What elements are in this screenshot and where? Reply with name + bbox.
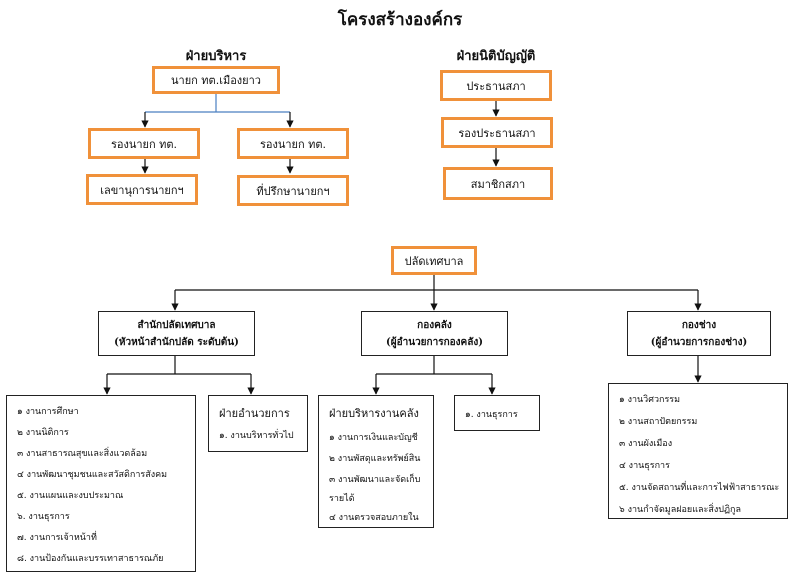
- office-of-clerk-box: สำนักปลัดเทศบาล (หัวหน้าสำนักปลัด ระดับต…: [98, 311, 255, 356]
- list-item: ๒ งานพัสดุและทรัพย์สิน: [329, 454, 421, 464]
- list-item: ๑. งานบริหารทั่วไป: [219, 431, 294, 441]
- list-item: ๘. งานป้องกันและบรรเทาสาธารณภัย: [17, 554, 164, 564]
- list-item: ๔ งานตรวจสอบภายใน: [329, 513, 419, 523]
- list-item: รายได้: [329, 494, 355, 504]
- engineering-title: กองช่าง: [681, 319, 717, 331]
- office-title: สำนักปลัดเทศบาล: [137, 319, 216, 331]
- council-vice-president-box: รองประธานสภา: [441, 117, 553, 148]
- list-item: ๑ งานการเงินและบัญชี: [329, 433, 418, 443]
- council-members-box: สมาชิกสภา: [443, 167, 553, 200]
- mayor-advisor-box: ที่ปรึกษานายกฯ: [237, 175, 349, 206]
- deputy-mayor-right-box: รองนายก ทต.: [237, 128, 349, 159]
- list-item: ๑ งานวิศวกรรม: [619, 395, 681, 405]
- list-item: ๖. งานธุรการ: [17, 512, 70, 522]
- engineering-tasks-list: ๑ งานวิศวกรรม ๒ งานสถาปัตยกรรม ๓ งานผังเ…: [608, 383, 788, 519]
- admin-section-box: ฝ่ายอำนวยการ ๑. งานบริหารทั่วไป: [208, 395, 308, 452]
- finance-mgmt-heading: ฝ่ายบริหารงานคลัง: [329, 407, 419, 420]
- mayor-box: นายก ทต.เมืองยาว: [152, 66, 280, 94]
- engineering-subtitle: (ผู้อำนวยการกองช่าง): [650, 336, 748, 348]
- list-item: ๓ งานผังเมือง: [619, 439, 673, 449]
- office-tasks-list: ๑ งานการศึกษา ๒ งานนิติการ ๓ งานสาธารณสุ…: [6, 395, 196, 572]
- municipal-clerk-box: ปลัดเทศบาล: [391, 246, 477, 275]
- finance-title: กองคลัง: [417, 319, 452, 331]
- finance-general-box: ๑. งานธุรการ: [454, 395, 540, 431]
- legislative-heading: ฝ่ายนิติบัญญัติ: [456, 49, 536, 64]
- finance-subtitle: (ผู้อำนวยการกองคลัง): [386, 336, 483, 348]
- list-item: ๑. งานธุรการ: [465, 410, 518, 420]
- admin-heading: ฝ่ายอำนวยการ: [219, 407, 290, 420]
- executive-heading: ฝ่ายบริหาร: [185, 49, 247, 64]
- list-item: ๒ งานนิติการ: [17, 428, 69, 438]
- list-item: ๓ งานสาธารณสุขและสิ่งแวดล้อม: [17, 449, 148, 459]
- list-item: ๔ งานธุรการ: [619, 461, 670, 471]
- mayor-secretary-box: เลขานุการนายกฯ: [86, 174, 198, 205]
- list-item: ๕. งานจัดสถานที่และการไฟฟ้าสาธารณะ: [619, 483, 780, 493]
- list-item: ๑ งานการศึกษา: [17, 407, 79, 417]
- list-item: ๒ งานสถาปัตยกรรม: [619, 417, 698, 427]
- deputy-mayor-left-box: รองนายก ทต.: [88, 128, 200, 159]
- list-item: ๔ งานพัฒนาชุมชนและสวัสดิการสังคม: [17, 470, 168, 480]
- list-item: ๓ งานพัฒนาและจัดเก็บ: [329, 475, 421, 485]
- engineering-division-box: กองช่าง (ผู้อำนวยการกองช่าง): [627, 311, 771, 356]
- office-subtitle: (หัวหน้าสำนักปลัด ระดับต้น): [114, 336, 239, 348]
- list-item: ๖ งานกำจัดมูลฝอยและสิ่งปฏิกูล: [619, 505, 741, 515]
- list-item: ๗. งานการเจ้าหน้าที่: [17, 533, 97, 543]
- finance-division-box: กองคลัง (ผู้อำนวยการกองคลัง): [361, 311, 508, 356]
- finance-management-box: ฝ่ายบริหารงานคลัง ๑ งานการเงินและบัญชี ๒…: [318, 395, 434, 528]
- council-president-box: ประธานสภา: [440, 70, 552, 101]
- page-title: โครงสร้างองค์กร: [337, 10, 463, 30]
- list-item: ๕. งานแผนและงบประมาณ: [17, 491, 124, 501]
